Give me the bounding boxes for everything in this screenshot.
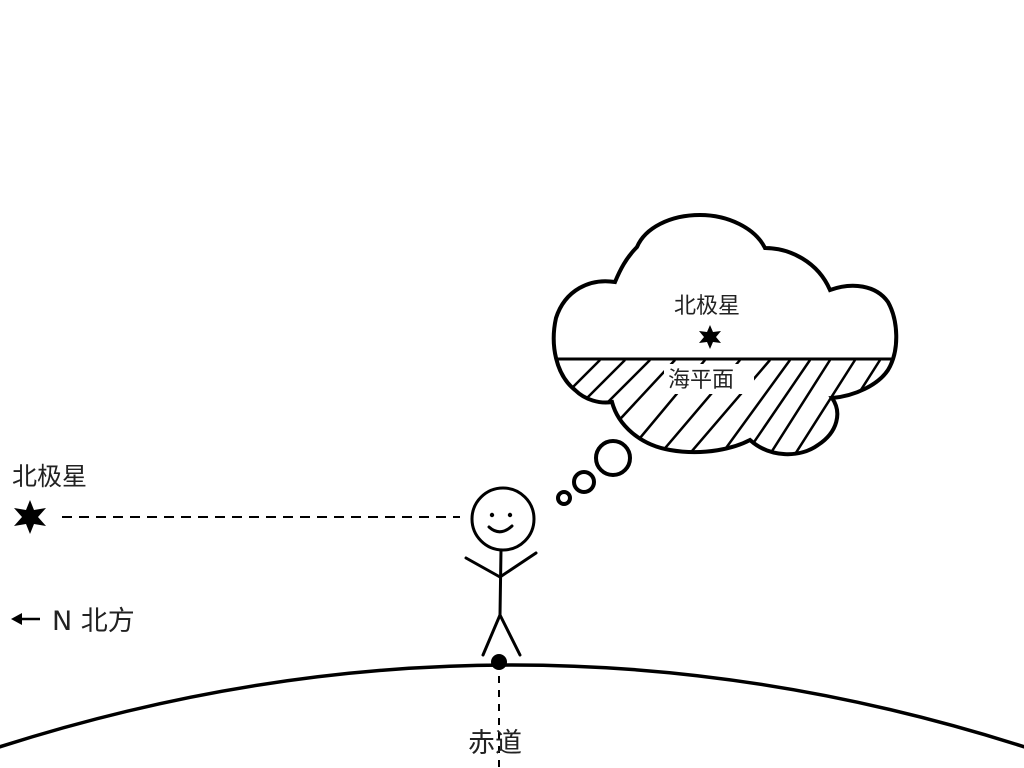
thought-bubble-large [594,439,632,477]
thought-cloud-outline [551,212,899,457]
north-arrow-icon [11,613,40,625]
equator-label: 赤道 [468,728,522,759]
thought-cloud: 北极星 海平面 [551,212,899,457]
stick-figure-left-leg [481,613,502,657]
thought-bubbles [556,439,632,506]
stick-figure-smile [487,524,514,534]
stick-figure-body [498,548,503,617]
polaris-star-icon [14,500,46,534]
thought-bubble-medium [572,470,596,494]
thought-cloud-fill [553,215,897,455]
stick-figure [464,486,538,657]
earth-surface-arc [0,663,1024,749]
stick-figure-right-leg [498,613,522,657]
stick-figure-right-arm [498,551,538,579]
stick-figure-head [470,486,536,552]
thought-bubble-small [556,490,572,506]
sea-level-label: 海平面 [668,368,734,393]
north-direction-label: N 北方 [52,606,135,637]
stick-figure-right-eye [507,512,513,518]
thought-polaris-star-icon [699,325,721,349]
stick-figure-left-eye [489,512,495,518]
polaris-label: 北极星 [12,462,87,491]
sea-level-label-bg [664,364,754,394]
thought-polaris-label: 北极星 [674,294,740,319]
stick-figure-left-arm [464,556,502,579]
observer-location-dot [491,654,507,670]
